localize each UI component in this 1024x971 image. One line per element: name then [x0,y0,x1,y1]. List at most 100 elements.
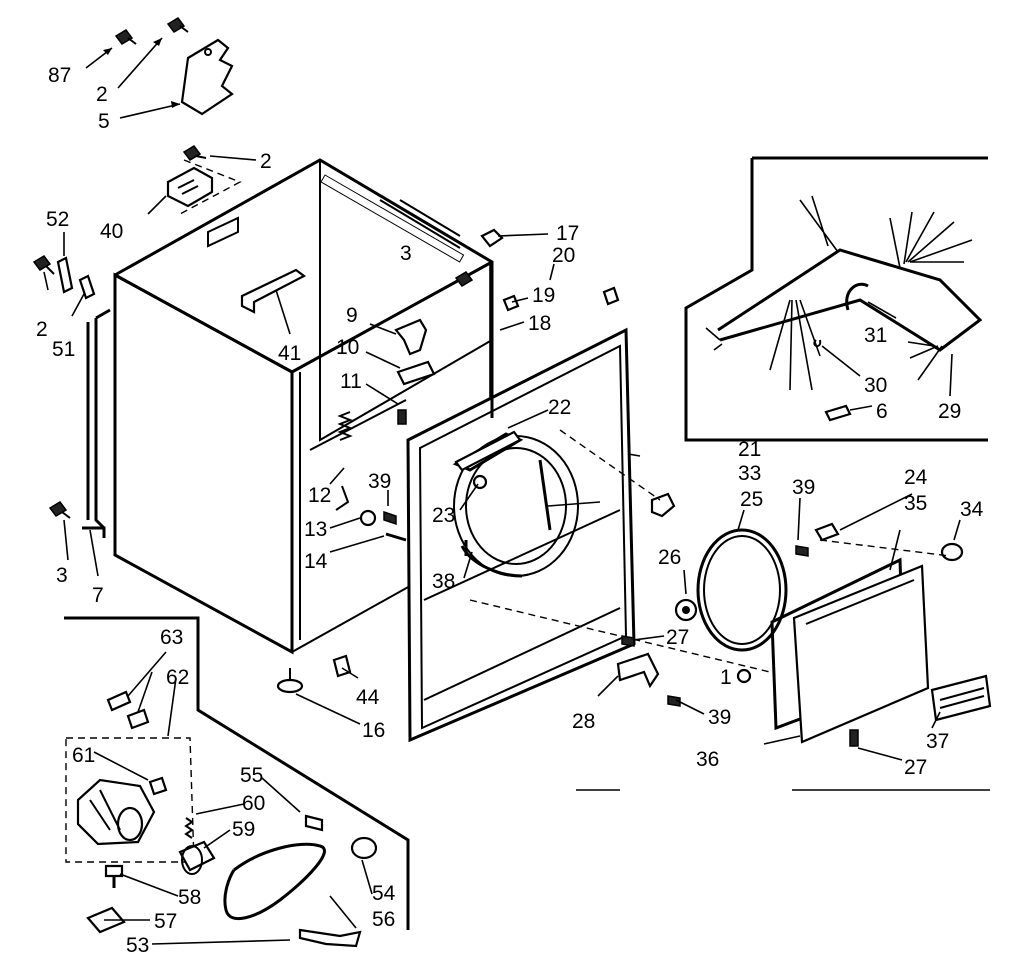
callout-label: 36 [696,748,719,771]
callout-label: 39 [792,476,815,499]
part-34-knob [940,542,964,562]
callout-label: 35 [904,492,927,515]
part-20-plug [602,286,620,306]
callout-label: 58 [178,886,201,909]
callout-label: 37 [926,730,949,753]
part-3-screw-right [454,271,474,287]
part-26-bushing [674,598,698,622]
part-61-motor [76,778,156,846]
callout-label: 51 [52,338,75,361]
part-12-link [335,485,350,511]
callout-label: 12 [308,484,331,507]
callout-label: 20 [552,244,575,267]
callout-label: 26 [658,546,681,569]
callout-label: 55 [240,764,263,787]
callout-label: 40 [100,220,123,243]
callout-label: 41 [278,342,301,365]
callout-label: 23 [432,504,455,527]
part-51-clip [78,274,96,300]
part-7-rear-brace [82,308,111,538]
callout-label: 11 [340,370,362,393]
callout-label: 52 [46,208,69,231]
callout-label: 16 [362,719,385,742]
callout-label: 57 [154,910,177,933]
part-27-screw-a [621,635,635,647]
part-56-belt [223,842,326,921]
callout-label: 29 [938,400,961,423]
part-2-screw-top [166,17,189,33]
callout-label: 2 [36,318,48,341]
callout-label: 2 [260,150,272,173]
callout-label: 10 [336,336,359,359]
part-10-switch-bracket [396,360,436,386]
part-41-handle [240,268,307,314]
callout-label: 9 [346,304,358,327]
part-39-screw-cab [383,510,397,526]
callout-label: 34 [960,498,984,521]
callout-label: 28 [572,710,595,733]
part-54-grommet [350,836,378,860]
part-55-idler [304,814,324,832]
callout-label: 21 [738,438,761,461]
callout-label: 44 [356,686,380,709]
part-38-seal [460,545,523,578]
part-9-switch [394,318,428,356]
part-2-screw-left [32,255,55,275]
callout-label: 30 [864,374,887,397]
part-33-hinge-pin [650,492,676,518]
callout-label: 18 [528,312,551,335]
part-59-pulley [178,840,216,875]
callout-label: 1 [720,666,732,689]
part-24-catch [814,522,840,542]
callout-label: 38 [432,570,455,593]
part-22-door-bumper [454,430,522,472]
callout-label: 27 [904,756,927,779]
callout-label: 24 [904,466,928,489]
part-3-screw-left [48,501,71,519]
part-39-screw-b [667,695,681,707]
callout-label: 2 [96,83,108,106]
part-21-front-panel [406,327,636,743]
part-28-hinge [616,652,660,689]
callout-label: 7 [92,584,104,607]
callout-label: 25 [740,488,763,511]
part-60-spring [184,817,194,839]
part-6-connector [824,404,852,422]
part-19-plug [502,294,520,312]
part-11-screw [397,409,407,425]
callout-label: 17 [556,222,579,245]
callout-label: 33 [738,462,761,485]
callout-label: 22 [548,396,571,419]
callout-label: 19 [532,284,555,307]
part-25-door-gasket [696,528,788,652]
callout-label: 39 [708,706,731,729]
drive-inset-border [64,616,410,930]
part-12-spring [337,411,353,441]
part-53-idler-arm [298,928,362,948]
part-39-screw-c [795,545,809,557]
part-61-plug [148,776,168,796]
part-44-spacer [332,654,352,678]
callout-label: 5 [98,110,110,133]
callout-label: 53 [126,934,149,957]
part-5-cover-plate [180,38,234,116]
callout-label: 63 [160,626,183,649]
part-2-screw-mid [182,145,207,161]
part-17-knob [480,228,504,248]
callout-label: 14 [304,550,328,573]
part-27-screw-d [849,729,859,747]
part-52-bracket [56,256,74,294]
wiring-inset-border [684,156,988,442]
part-14-pin [385,532,407,542]
part-29-wire-harness [705,195,983,391]
callout-label: 27 [666,626,689,649]
part-87-screw [114,29,137,45]
part-31-jumper-wire [845,282,869,311]
callout-label: 54 [372,882,396,905]
part-63-clamps [106,690,150,730]
callout-label: 59 [232,818,255,841]
callout-label: 13 [304,518,327,541]
part-1-plug [736,668,752,684]
